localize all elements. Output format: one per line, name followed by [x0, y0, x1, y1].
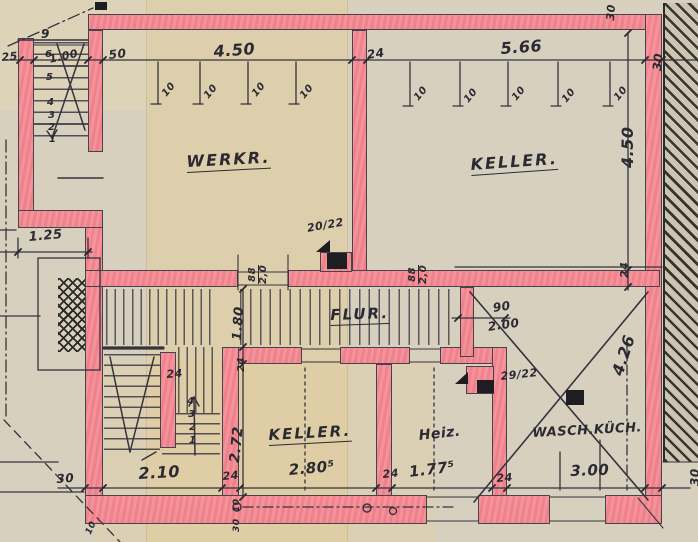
- dim-1-25-bay: 1.25: [28, 227, 64, 245]
- survey-marker: [95, 2, 107, 10]
- chimney-blocks: [95, 2, 584, 405]
- entrance-stair-wall: [88, 30, 103, 152]
- dim-3-00: 3.00: [570, 460, 610, 480]
- dim-10-rot-a: 10: [232, 498, 242, 512]
- step-num-2: 2: [48, 122, 56, 133]
- step-num-1: 1: [49, 134, 57, 145]
- dim-30-above-wall: 30: [604, 3, 619, 21]
- wall-opening-lines: [237, 254, 698, 529]
- outer-wall-bottom-b: [478, 495, 550, 524]
- dim-24-b1: 24: [222, 468, 240, 483]
- dim-30-top-right: 30: [650, 52, 666, 72]
- step-num-9: 9: [41, 27, 50, 41]
- flur-south-wall-b: [340, 347, 410, 364]
- mainstep-3: 3: [188, 409, 196, 420]
- dim-30-rot-a: 30: [232, 518, 242, 532]
- step-num-6: 6: [45, 49, 53, 60]
- room-label-werkr: WERKR.: [186, 147, 271, 173]
- door-size-right-width: 88: [407, 266, 418, 282]
- dim-4-50-top: 4.50: [213, 39, 256, 61]
- dim-30-bottom-right: 30: [688, 468, 698, 486]
- stair-linework: [17, 39, 200, 461]
- door-size-right: 88 2,0: [407, 264, 429, 284]
- dim-24-stairwall: 24: [236, 357, 247, 372]
- mainstep-2: 2: [189, 422, 197, 433]
- dim-30-bottom-left: 30: [56, 470, 75, 486]
- dim-50: 50: [108, 46, 128, 62]
- room-label-flur: FLUR.: [330, 303, 390, 326]
- door-size-left-width: 88: [247, 266, 258, 282]
- pipe-circles: [232, 502, 398, 516]
- light-well-outline: [37, 257, 101, 371]
- dim-24-b2: 24: [382, 466, 400, 481]
- door-size-left: 88 2,0: [247, 264, 269, 284]
- dim-90-door: 90: [492, 298, 512, 315]
- dimension-ticks: [14, 29, 666, 501]
- door-size-right-height: 2,0: [418, 264, 429, 284]
- window-droppers: [150, 61, 614, 107]
- dim-2-10: 2.10: [138, 461, 181, 483]
- door-size-left-height: 2,0: [258, 264, 269, 284]
- property-lines: [0, 7, 121, 542]
- dim-24-stair-stub: 24: [166, 366, 184, 381]
- stair-bay-wall-bottom: [18, 210, 103, 228]
- step-num-3: 3: [48, 110, 56, 121]
- mainstep-1: 1: [189, 435, 197, 446]
- step-num-5: 5: [46, 72, 54, 83]
- wasch-diagonal-cross: [469, 291, 649, 503]
- mainstep-4: 4: [187, 396, 195, 407]
- dim-24-b3: 24: [496, 470, 514, 485]
- outer-wall-bottom-c: [605, 495, 662, 524]
- dim-1-80-stair: 1.80: [230, 306, 248, 342]
- dim-24-right: 24: [618, 261, 631, 278]
- step-num-4: 4: [47, 97, 55, 108]
- dim-5-66: 5.66: [500, 36, 543, 58]
- outer-wall-bottom-a: [85, 495, 427, 524]
- wasch-west-stub-wall: [460, 287, 474, 357]
- dim-25: 25: [1, 49, 19, 64]
- dim-4-50-right: 4.50: [618, 126, 637, 168]
- dim-24-top: 24: [366, 45, 386, 62]
